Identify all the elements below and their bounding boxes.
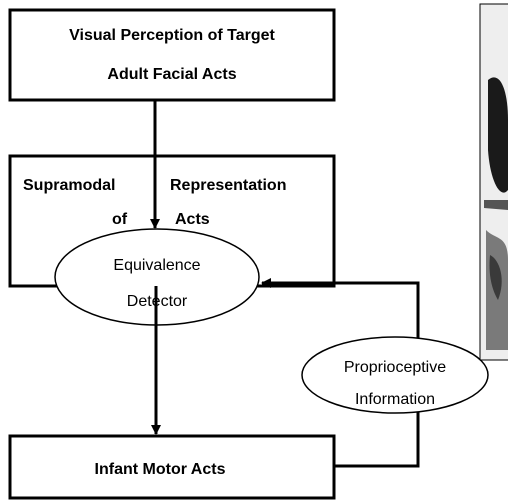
equivalence-detector-line1: Equivalence — [113, 257, 200, 274]
perception-box-line1: Visual Perception of Target — [69, 27, 275, 44]
supramodal-box-word4: Acts — [175, 211, 210, 228]
feedback-line-upper — [261, 278, 420, 338]
supramodal-box-word3: of — [112, 211, 128, 228]
proprioceptive-line1: Proprioceptive — [344, 359, 446, 376]
proprioceptive-line2: Information — [355, 391, 435, 408]
supramodal-box-word2: Representation — [170, 177, 286, 194]
motor-acts-box-label: Infant Motor Acts — [95, 461, 226, 478]
perception-box — [8, 8, 336, 102]
proprioceptive-ellipse — [301, 336, 489, 414]
feedback-line-lower — [334, 412, 420, 468]
infant-photo — [479, 3, 508, 361]
perception-box-line2: Adult Facial Acts — [107, 66, 236, 83]
supramodal-box-word1: Supramodal — [23, 177, 115, 194]
